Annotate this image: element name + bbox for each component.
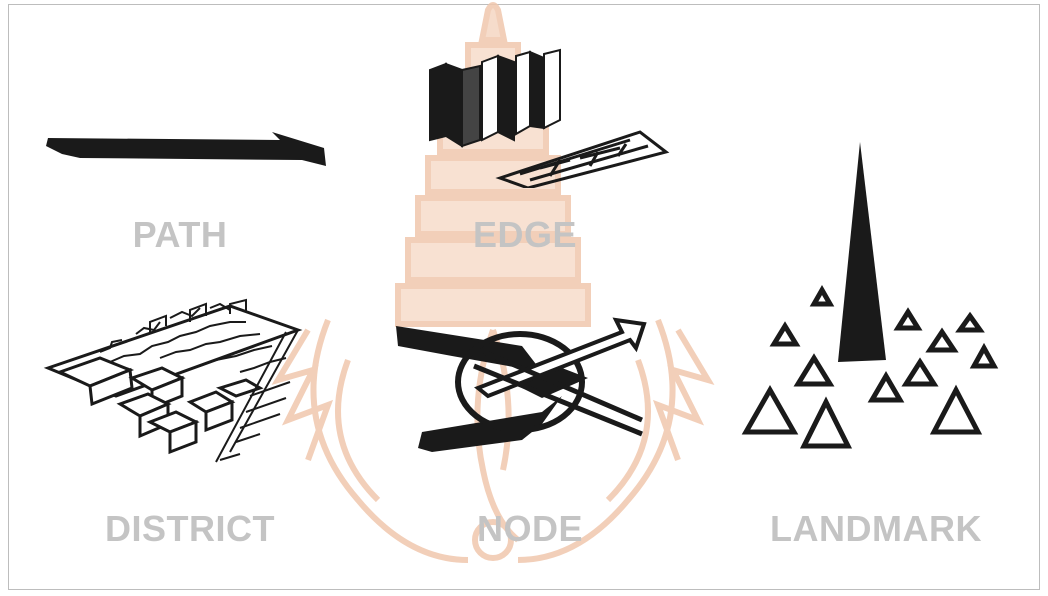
path-icon bbox=[40, 120, 340, 180]
district-icon bbox=[40, 292, 310, 472]
landmark-label: LANDMARK bbox=[748, 508, 1004, 550]
landmark-icon bbox=[730, 140, 1010, 460]
node-label: NODE bbox=[450, 508, 610, 550]
node-icon bbox=[392, 316, 648, 456]
edge-icon bbox=[420, 48, 670, 188]
edge-label: EDGE bbox=[450, 214, 600, 256]
path-label: PATH bbox=[110, 214, 250, 256]
district-label: DISTRICT bbox=[80, 508, 300, 550]
